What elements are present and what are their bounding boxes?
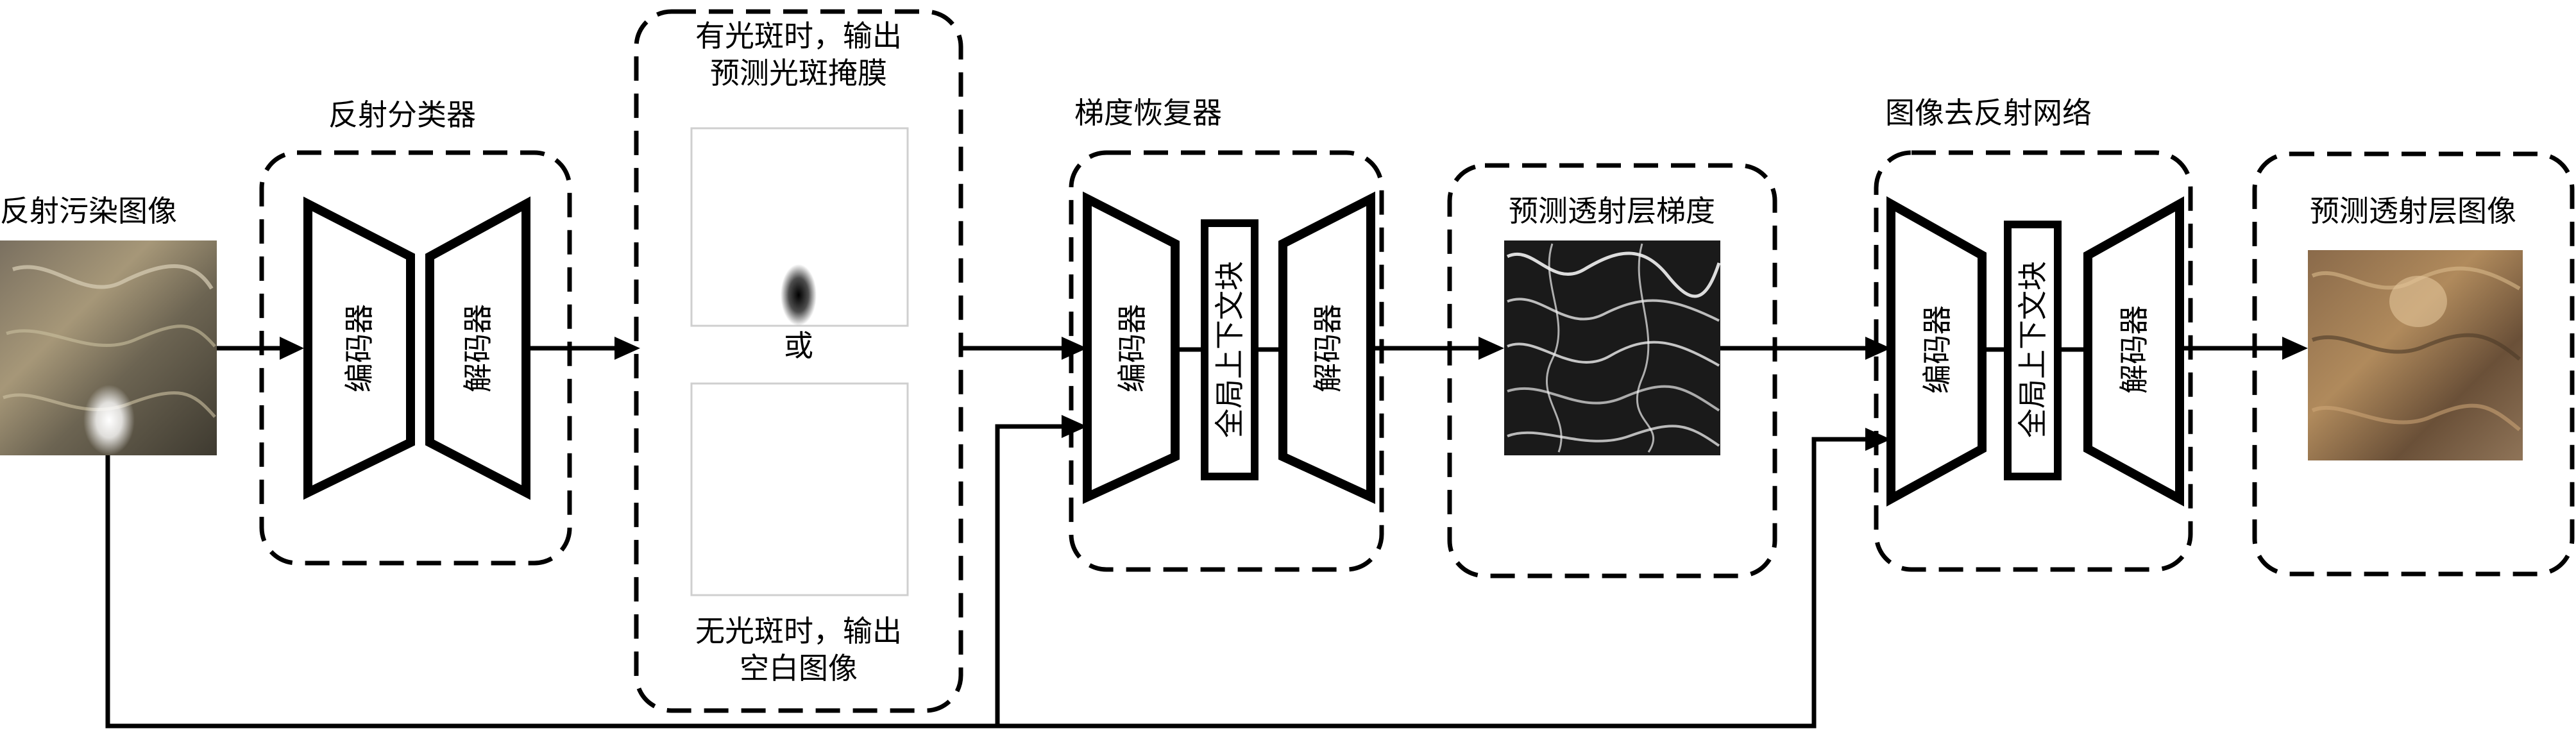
arrowhead <box>1479 337 1504 360</box>
predicted-gradient-image <box>1504 240 1721 455</box>
gradient-encoder-label: 编码器 <box>1115 304 1149 392</box>
arrowhead <box>1062 337 1087 360</box>
gradient-restorer-box <box>1069 150 1384 572</box>
gradient-context-label: 全局上下文块 <box>1212 261 1247 438</box>
mask-top-line1: 有光斑时，输出 <box>695 19 902 53</box>
classifier-box <box>259 150 572 566</box>
classifier-encoder-label: 编码器 <box>342 304 377 392</box>
blank-image <box>690 382 909 596</box>
arrowhead <box>1865 337 1891 360</box>
dereflection-decoder-shape <box>2083 196 2184 507</box>
mask-top-line2: 预测光斑掩膜 <box>710 56 887 90</box>
dereflection-decoder-label: 解码器 <box>2117 305 2151 394</box>
dereflection-encoder-label: 编码器 <box>1920 305 1954 394</box>
dereflection-box <box>1874 150 2193 572</box>
gradient-decoder-label: 解码器 <box>1310 304 1345 392</box>
dereflection-title: 图像去反射网络 <box>1885 96 2092 130</box>
dereflection-encoder-shape <box>1886 196 1987 507</box>
mask-output-box <box>634 9 963 713</box>
gradient-encoder-shape <box>1083 191 1180 504</box>
final-output-label: 预测透射层图像 <box>2310 194 2516 228</box>
arrowhead <box>614 337 640 360</box>
contaminated-input-image <box>0 240 217 455</box>
arrowhead <box>2282 337 2308 360</box>
predicted-transmission-image <box>2308 250 2523 460</box>
dereflection-context-label: 全局上下文块 <box>2015 261 2050 438</box>
classifier-decoder-shape <box>425 196 530 500</box>
arrowhead <box>280 337 304 360</box>
mask-bottom-line2: 空白图像 <box>740 651 858 686</box>
input-label: 反射污染图像 <box>0 194 177 228</box>
classifier-decoder-label: 解码器 <box>461 304 495 392</box>
arrowhead <box>1062 415 1087 438</box>
gradient-output-label: 预测透射层梯度 <box>1509 194 1715 228</box>
gradient-restorer-title: 梯度恢复器 <box>1074 96 1222 130</box>
gradient-output-box <box>1447 163 1777 578</box>
final-output-box <box>2252 151 2575 577</box>
classifier-title: 反射分类器 <box>328 97 476 132</box>
or-label: 或 <box>784 328 813 363</box>
connectors <box>105 337 2308 729</box>
gradient-decoder-shape <box>1278 191 1375 504</box>
classifier-encoder-shape <box>303 196 415 500</box>
mask-bottom-line1: 无光斑时，输出 <box>695 614 902 648</box>
arrowhead <box>1865 428 1891 451</box>
flare-mask-image <box>690 127 909 327</box>
